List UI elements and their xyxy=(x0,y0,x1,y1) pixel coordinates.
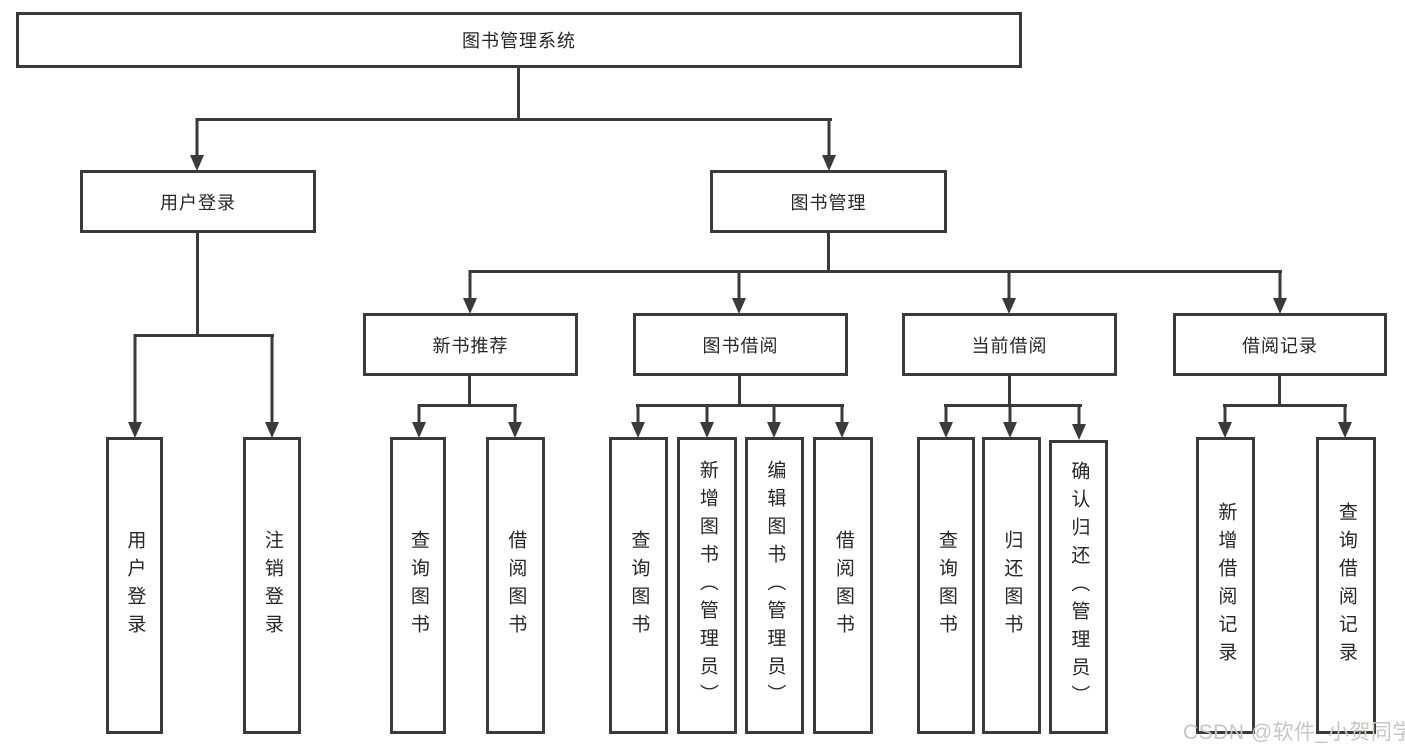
edge-arrow xyxy=(507,404,523,438)
leaf-query-borrow-record-label: 查询借阅记录 xyxy=(1335,501,1357,670)
node-borrow-records: 借阅记录 xyxy=(1173,313,1387,376)
leaf-borrow-book-2: 借阅图书 xyxy=(813,437,873,734)
watermark: CSDN @软件_小贺同学 xyxy=(1183,721,1405,744)
edge-arrow xyxy=(731,270,747,314)
edge-arrow xyxy=(1337,404,1353,438)
leaf-query-book-2: 查询图书 xyxy=(609,437,668,734)
leaf-borrow-book-1-label: 借阅图书 xyxy=(505,529,527,642)
edge-arrow xyxy=(766,404,782,438)
leaf-user-login: 用户登录 xyxy=(106,437,163,734)
leaf-borrow-book-1: 借阅图书 xyxy=(486,437,545,734)
connector-user-login-bar xyxy=(134,334,274,337)
node-book-borrow-label: 图书借阅 xyxy=(702,335,779,356)
node-user-login-label: 用户登录 xyxy=(160,192,236,213)
connector-user-login-drop xyxy=(196,231,199,336)
leaf-logout: 注销登录 xyxy=(243,437,301,734)
edge-arrow xyxy=(630,404,646,438)
leaf-confirm-return-admin-label: 确认归还（管理员） xyxy=(1068,461,1090,713)
node-book-management-label: 图书管理 xyxy=(790,192,867,213)
leaf-borrow-book-2-label: 借阅图书 xyxy=(832,529,854,642)
edge-arrow xyxy=(1071,404,1087,440)
connector-level1-bar xyxy=(196,118,832,121)
edge-arrow xyxy=(938,404,954,438)
connector-new-book-bar xyxy=(418,404,517,407)
connector-current-borrow-drop xyxy=(1008,374,1011,406)
node-new-book-recommend: 新书推荐 xyxy=(363,313,578,376)
node-new-book-recommend-label: 新书推荐 xyxy=(432,335,509,356)
leaf-query-book-3-label: 查询图书 xyxy=(935,529,957,642)
edge-arrow xyxy=(264,334,280,438)
edge-arrow xyxy=(1272,270,1288,314)
node-borrow-records-label: 借阅记录 xyxy=(1242,335,1318,356)
edge-arrow xyxy=(821,118,837,171)
edge-arrow xyxy=(834,404,850,438)
edge-arrow xyxy=(462,270,478,314)
edge-arrow xyxy=(1001,270,1017,314)
edge-arrow xyxy=(1217,404,1233,438)
leaf-add-borrow-record-label: 新增借阅记录 xyxy=(1215,501,1237,670)
leaf-query-book-3: 查询图书 xyxy=(917,437,975,734)
connector-new-book-drop xyxy=(468,374,471,406)
leaf-confirm-return-admin: 确认归还（管理员） xyxy=(1049,440,1108,734)
leaf-query-borrow-record: 查询借阅记录 xyxy=(1316,437,1376,734)
node-book-management: 图书管理 xyxy=(710,170,947,233)
connector-borrow-records-bar xyxy=(1223,404,1347,407)
edge-arrow xyxy=(699,404,715,438)
edge-arrow xyxy=(127,334,143,438)
connector-book-mgmt-bar xyxy=(469,270,1282,273)
node-root: 图书管理系统 xyxy=(16,12,1022,68)
leaf-add-book-admin: 新增图书（管理员） xyxy=(677,437,737,734)
node-root-label: 图书管理系统 xyxy=(462,31,576,51)
leaf-user-login-label: 用户登录 xyxy=(124,529,146,642)
node-current-borrow: 当前借阅 xyxy=(902,313,1117,376)
node-current-borrow-label: 当前借阅 xyxy=(971,335,1048,356)
connector-book-borrow-bar xyxy=(636,404,844,407)
node-book-borrow: 图书借阅 xyxy=(633,313,848,376)
leaf-return-book: 归还图书 xyxy=(982,437,1041,734)
leaf-edit-book-admin: 编辑图书（管理员） xyxy=(745,437,804,734)
leaf-logout-label: 注销登录 xyxy=(261,529,283,642)
leaf-add-book-admin-label: 新增图书（管理员） xyxy=(696,459,718,712)
leaf-query-book-2-label: 查询图书 xyxy=(628,529,650,642)
leaf-edit-book-admin-label: 编辑图书（管理员） xyxy=(764,459,786,712)
connector-borrow-records-drop xyxy=(1278,374,1281,406)
edge-arrow xyxy=(189,118,205,171)
connector-root-drop xyxy=(517,66,520,120)
node-user-login: 用户登录 xyxy=(80,170,316,233)
leaf-add-borrow-record: 新增借阅记录 xyxy=(1196,437,1255,734)
edge-arrow xyxy=(1002,404,1018,438)
leaf-query-book-1: 查询图书 xyxy=(390,437,446,734)
connector-book-mgmt-drop xyxy=(827,231,830,273)
connector-book-borrow-drop xyxy=(738,374,741,406)
leaf-return-book-label: 归还图书 xyxy=(1001,529,1023,642)
leaf-query-book-1-label: 查询图书 xyxy=(407,529,429,642)
edge-arrow xyxy=(411,404,427,438)
